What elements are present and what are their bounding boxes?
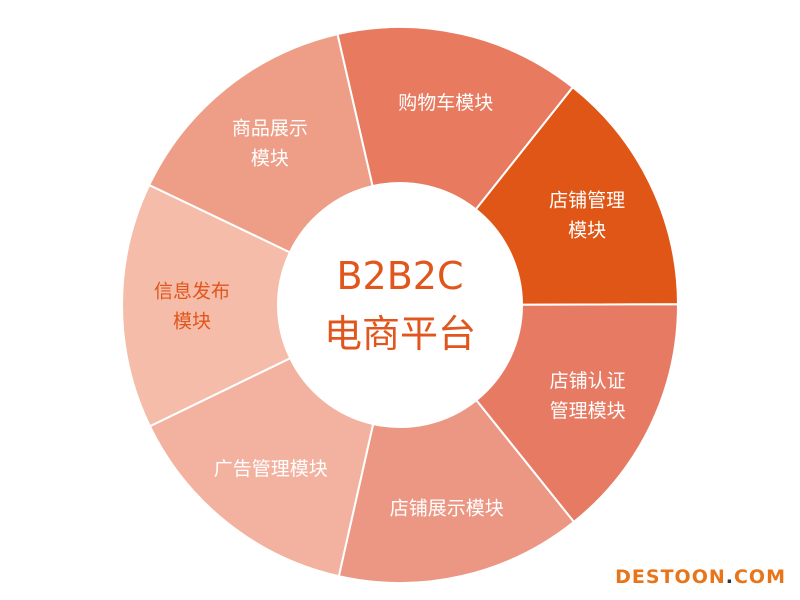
watermark-suffix: COM: [733, 566, 786, 588]
segment-store-management-label-1: 店铺管理: [549, 189, 625, 211]
segment-ad-management: [148, 356, 375, 578]
segment-store-certification-label-1: 店铺认证: [550, 370, 626, 392]
segment-product-display-label-2: 模块: [251, 148, 289, 170]
segment-ad-management-label-1: 广告管理模块: [214, 458, 328, 480]
segment-store-management: [474, 85, 680, 306]
segment-info-publish-label-1: 信息发布: [154, 281, 230, 303]
segment-product-display-label-1: 商品展示: [232, 118, 308, 140]
segment-info-publish: [121, 183, 292, 428]
watermark-dot: .: [725, 566, 734, 588]
watermark-main: DESTOON: [615, 566, 726, 588]
segments-layer: 购物车模块店铺管理模块店铺认证管理模块店铺展示模块广告管理模块信息发布模块商品展…: [121, 26, 680, 584]
segment-store-certification-label-2: 管理模块: [550, 400, 626, 422]
segment-store-management-label-2: 模块: [568, 219, 606, 241]
segment-store-display-label-1: 店铺展示模块: [390, 498, 504, 520]
site-watermark: DESTOON.COM: [615, 566, 786, 588]
segment-cart-module: [336, 26, 575, 211]
segment-info-publish-label-2: 模块: [173, 311, 211, 333]
segment-cart-module-label-1: 购物车模块: [398, 92, 493, 114]
segment-store-certification: [474, 303, 679, 524]
center-disc: [278, 183, 522, 427]
center-title-line1: B2B2C: [336, 254, 463, 298]
segment-product-display: [147, 32, 374, 254]
center-title-line2: 电商平台: [324, 312, 476, 356]
